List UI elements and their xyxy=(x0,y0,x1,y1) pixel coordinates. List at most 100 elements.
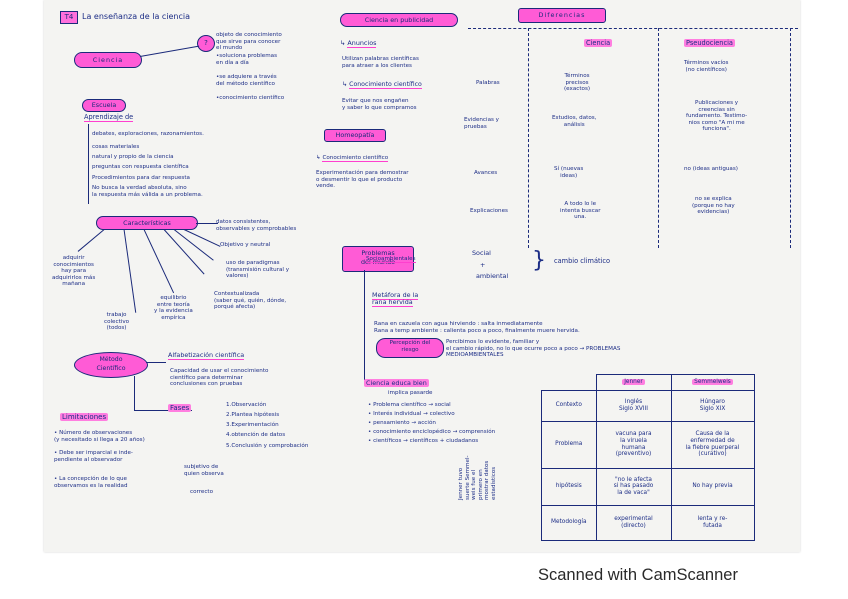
aprendizaje-label: Aprendizaje de xyxy=(84,114,133,121)
fase-3: 3.Experimentación xyxy=(226,422,279,429)
subjetivo-note: subjetivo de quien observa xyxy=(184,464,224,477)
metafora-title: Metáfora de la rana hervida xyxy=(372,292,418,306)
table-cell: hipótesis xyxy=(542,468,597,505)
caracteristicas-pill: Características xyxy=(96,216,198,230)
social-label: Social xyxy=(472,250,491,257)
caract-item-paradigmas: uso de paradigmas (transmisión cultural … xyxy=(226,260,289,280)
comparativa-side-note: Jenner tuvo suerte Semmel- weis fue el p… xyxy=(458,455,498,500)
alfabetizacion-title: Alfabetización científica xyxy=(168,352,244,359)
plus-sign: + xyxy=(480,262,485,269)
escuela-item-2: cosas materiales xyxy=(92,144,139,151)
ciencia-def-2: •soluciona problemas en día a día xyxy=(216,53,277,66)
limitacion-1: • Número de observaciones (y necesitado … xyxy=(54,430,145,443)
fases-title: Fases xyxy=(168,405,191,412)
row-evidencias-pseudo: Publicaciones y creencias sin fundamento… xyxy=(686,100,747,133)
fase-1: 1.Observación xyxy=(226,402,266,409)
table-cell: Problema xyxy=(542,421,597,468)
table-cell: Metodología xyxy=(542,505,597,540)
ciencia-def-3: •se adquiere a través del método científ… xyxy=(216,74,277,87)
anuncios-text: Utilizan palabras científicas para atrae… xyxy=(342,56,419,69)
conocimiento-title: ↳ Conocimiento científico xyxy=(342,81,422,88)
table-header-semmelweis: Semmelweis xyxy=(671,375,754,391)
escuela-item-5: Procedimientos para dar respuesta xyxy=(92,175,190,182)
caract-item-contexto: Contextualizada (saber qué, quién, dónde… xyxy=(214,291,286,311)
fase-5: 5.Conclusión y comprobación xyxy=(226,443,308,450)
table-cell: experimental (directo) xyxy=(596,505,671,540)
table-row: Metodología experimental (directo) lenta… xyxy=(542,505,755,540)
homeopatia-text: Experimentación para demostrar o desment… xyxy=(316,170,409,190)
socioambientales-label: Socioambientales xyxy=(366,256,416,263)
escuela-item-1: debates, exploraciones, razonamientos. xyxy=(92,131,204,138)
row-palabras-label: Palabras xyxy=(476,80,500,87)
row-evidencias-label: Evidencias y pruebas xyxy=(464,117,499,130)
escuela-pill: Escuela xyxy=(82,99,126,112)
row-explicaciones-ciencia: A todo lo le intenta buscar una. xyxy=(560,201,601,221)
table-row: Problema vacuna para la viruela humana (… xyxy=(542,421,755,468)
diferencias-pill: Diferencias xyxy=(518,8,606,23)
row-palabras-pseudo: Términos vacíos (no científicos) xyxy=(684,60,728,73)
ciencia-def-1: objeto de conocimiento que sirve para co… xyxy=(216,32,282,52)
educa-item-1: • Problema científico → social xyxy=(368,402,451,409)
row-explicaciones-label: Explicaciones xyxy=(470,208,508,215)
escuela-item-4: preguntas con respuesta científica xyxy=(92,164,189,171)
escuela-item-6: No busca la verdad absoluta, sino la res… xyxy=(92,185,203,198)
row-avances-ciencia: Sí (nuevas ideas) xyxy=(554,166,583,179)
educa-item-3: • pensamiento → acción xyxy=(368,420,436,427)
fase-2: 2.Plantea hipótesis xyxy=(226,412,279,419)
table-header-jenner: Jenner xyxy=(596,375,671,391)
limitaciones-title: Limitaciones xyxy=(60,414,108,421)
caract-item-equilibrio: equilibrio entre teoría y la evidencia e… xyxy=(154,295,193,321)
percepcion-pill: Percepción del riesgo xyxy=(376,338,444,358)
ciencia-def-4: •conocimiento científico xyxy=(216,95,284,102)
escuela-item-3: natural y propio de la ciencia xyxy=(92,154,174,161)
title-number: T4 xyxy=(65,13,74,21)
educa-item-2: • Interés individual → colectivo xyxy=(368,411,455,418)
title-box: T4 xyxy=(60,11,78,24)
caract-item-datos: datos consistentes, observables y compro… xyxy=(216,219,296,232)
table-row: Jenner Semmelweis xyxy=(542,375,755,391)
limitacion-3: • La concepción de lo que observamos es … xyxy=(54,476,128,489)
row-explicaciones-pseudo: no se explica (porque no hay evidencias) xyxy=(692,196,735,216)
row-avances-pseudo: no (ideas antiguas) xyxy=(684,166,738,173)
educa-item-5: • científicos → científicos + ciudadanos xyxy=(368,438,478,445)
table-cell: Húngaro Siglo XIX xyxy=(671,390,754,421)
educa-item-4: • conocimiento enciclopédico → comprensi… xyxy=(368,429,495,436)
implica-label: implica pasarde xyxy=(388,390,432,397)
brace: } xyxy=(532,248,546,274)
row-palabras-ciencia: Términos precisos (exactos) xyxy=(564,73,590,93)
col-ciencia: Ciencia xyxy=(584,40,612,47)
notes-page: T4 La enseñanza de la ciencia Ciencia ? … xyxy=(44,0,800,552)
table-row: hipótesis "no le afecta si has pasado la… xyxy=(542,468,755,505)
table-cell: Inglés Siglo XVIII xyxy=(596,390,671,421)
col-pseudociencia: Pseudociencia xyxy=(684,40,735,47)
conocimiento-text: Evitar que nos engañen y saber lo que co… xyxy=(342,98,417,111)
ambiental-label: ambiental xyxy=(476,273,508,280)
ciencia-pill: Ciencia xyxy=(74,52,142,68)
anuncios-title: ↳ Anuncios xyxy=(340,40,376,47)
table-row: Contexto Inglés Siglo XVIII Húngaro Sigl… xyxy=(542,390,755,421)
table-cell: "no le afecta si has pasado la de vaca" xyxy=(596,468,671,505)
metafora-text: Rana en cazuela con agua hirviendo : sal… xyxy=(374,321,580,334)
fase-4: 4.obtención de datos xyxy=(226,432,285,439)
table-cell xyxy=(542,375,597,391)
caract-item-adquirir: adquirir conocimientos hay para adquirir… xyxy=(52,255,95,288)
publicidad-pill: Ciencia en publicidad xyxy=(340,13,458,27)
caract-item-trabajo: trabajo colectivo (todos) xyxy=(104,312,129,332)
row-evidencias-ciencia: Estudios, datos, análisis xyxy=(552,115,596,128)
cambio-climatico: cambio climático xyxy=(554,258,610,265)
alfabetizacion-text: Capacidad de usar el conocimiento cientí… xyxy=(170,368,268,388)
page-title: La enseñanza de la ciencia xyxy=(82,12,190,22)
correcto-note: correcto xyxy=(190,489,213,496)
limitacion-2: • Debe ser imparcial e inde- pendiente a… xyxy=(54,450,133,463)
homeopatia-pill: Homeopatía xyxy=(324,129,386,142)
row-avances-label: Avances xyxy=(474,170,497,177)
metodo-pill: Método Científico xyxy=(74,352,148,378)
camscanner-footer: Scanned with CamScanner xyxy=(538,566,738,585)
percepcion-text: Percibimos lo evidente, familiar y el ca… xyxy=(446,339,620,359)
ciencia-educa-title: Ciencia educa bien xyxy=(364,380,429,387)
comparativa-table: Jenner Semmelweis Contexto Inglés Siglo … xyxy=(541,374,755,541)
caract-item-objetivo: Objetivo y neutral xyxy=(220,242,270,249)
table-cell: vacuna para la viruela humana (preventiv… xyxy=(596,421,671,468)
table-cell: Contexto xyxy=(542,390,597,421)
question-circle: ? xyxy=(197,35,215,52)
